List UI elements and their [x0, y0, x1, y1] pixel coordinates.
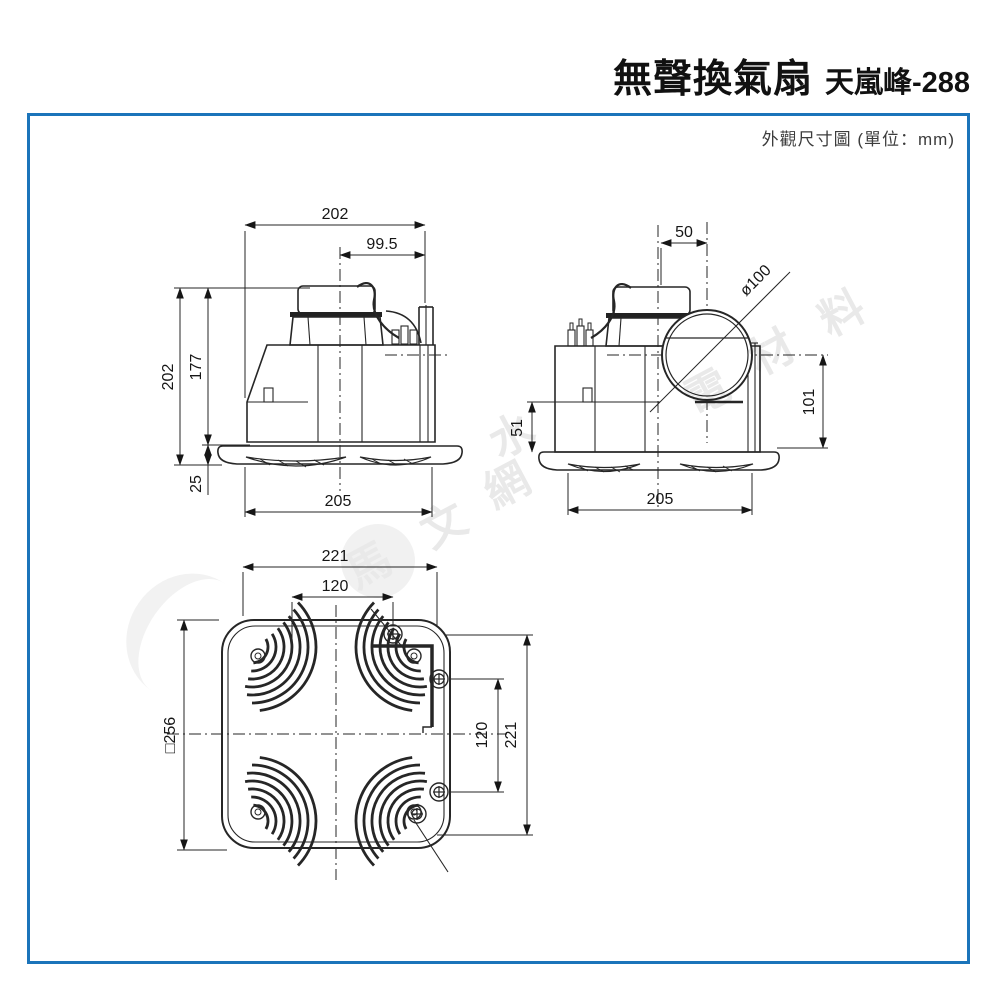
dim-label-width-bottom: 205 — [325, 493, 352, 510]
dim-label-width-top: 202 — [322, 206, 349, 223]
panel-outline — [221, 619, 451, 849]
fan-body-outline — [246, 282, 436, 443]
side-view-a-drawing: 202 99.5 202 177 25 205 — [160, 206, 463, 517]
page-title: 無聲換氣扇 天嵐峰-288 — [613, 48, 970, 104]
dim-label-width-bottom: 205 — [647, 491, 674, 508]
dim-label-width-side: 221 — [503, 722, 520, 749]
louver-fan-top-right — [354, 601, 429, 712]
dim-label-pitch-top: 120 — [322, 578, 349, 595]
centerlines — [167, 605, 507, 880]
louver-hatching — [259, 458, 414, 468]
dimensions-side-b — [527, 239, 828, 515]
dim-label-width-top: 221 — [322, 550, 349, 565]
bottom-view-drawing: 221 120 □256 120 221 — [162, 550, 533, 880]
duct-circle — [649, 271, 791, 413]
louver-fan-bottom-right — [354, 756, 429, 867]
ceiling-panel — [538, 451, 780, 473]
model-number: 天嵐峰-288 — [824, 67, 970, 99]
dim-label-duct-diameter: ø100 — [737, 262, 775, 300]
dim-label-pitch-side: 120 — [474, 722, 491, 749]
product-name: 無聲換氣扇 — [612, 58, 813, 101]
dimensions-bottom-view — [177, 563, 533, 851]
dim-label-square: □256 — [162, 717, 179, 753]
louver-fan-top-left — [243, 601, 318, 712]
screw-right-lower — [429, 782, 449, 802]
dimensions-side-a — [174, 221, 433, 517]
mounting-frame-corner — [370, 608, 449, 873]
side-view-b-drawing: 50 ø100 101 51 205 — [509, 222, 828, 515]
screw-bottom — [407, 804, 427, 824]
dim-label-height-flange: 25 — [188, 475, 205, 493]
dim-label-step-height: 51 — [509, 419, 526, 437]
centerlines — [339, 247, 448, 491]
dim-label-height-body: 177 — [188, 354, 205, 381]
dim-label-duct-offset: 50 — [675, 224, 693, 241]
ceiling-panel — [217, 445, 463, 468]
dim-label-height-overall: 202 — [160, 364, 177, 391]
dim-label-duct-height: 101 — [801, 389, 818, 416]
dim-label-width-offset: 99.5 — [366, 236, 397, 253]
sheet-caption: 外觀尺寸圖 (單位：mm) — [761, 130, 955, 149]
louver-hatching — [578, 465, 733, 473]
louver-fan-bottom-left — [243, 756, 318, 867]
